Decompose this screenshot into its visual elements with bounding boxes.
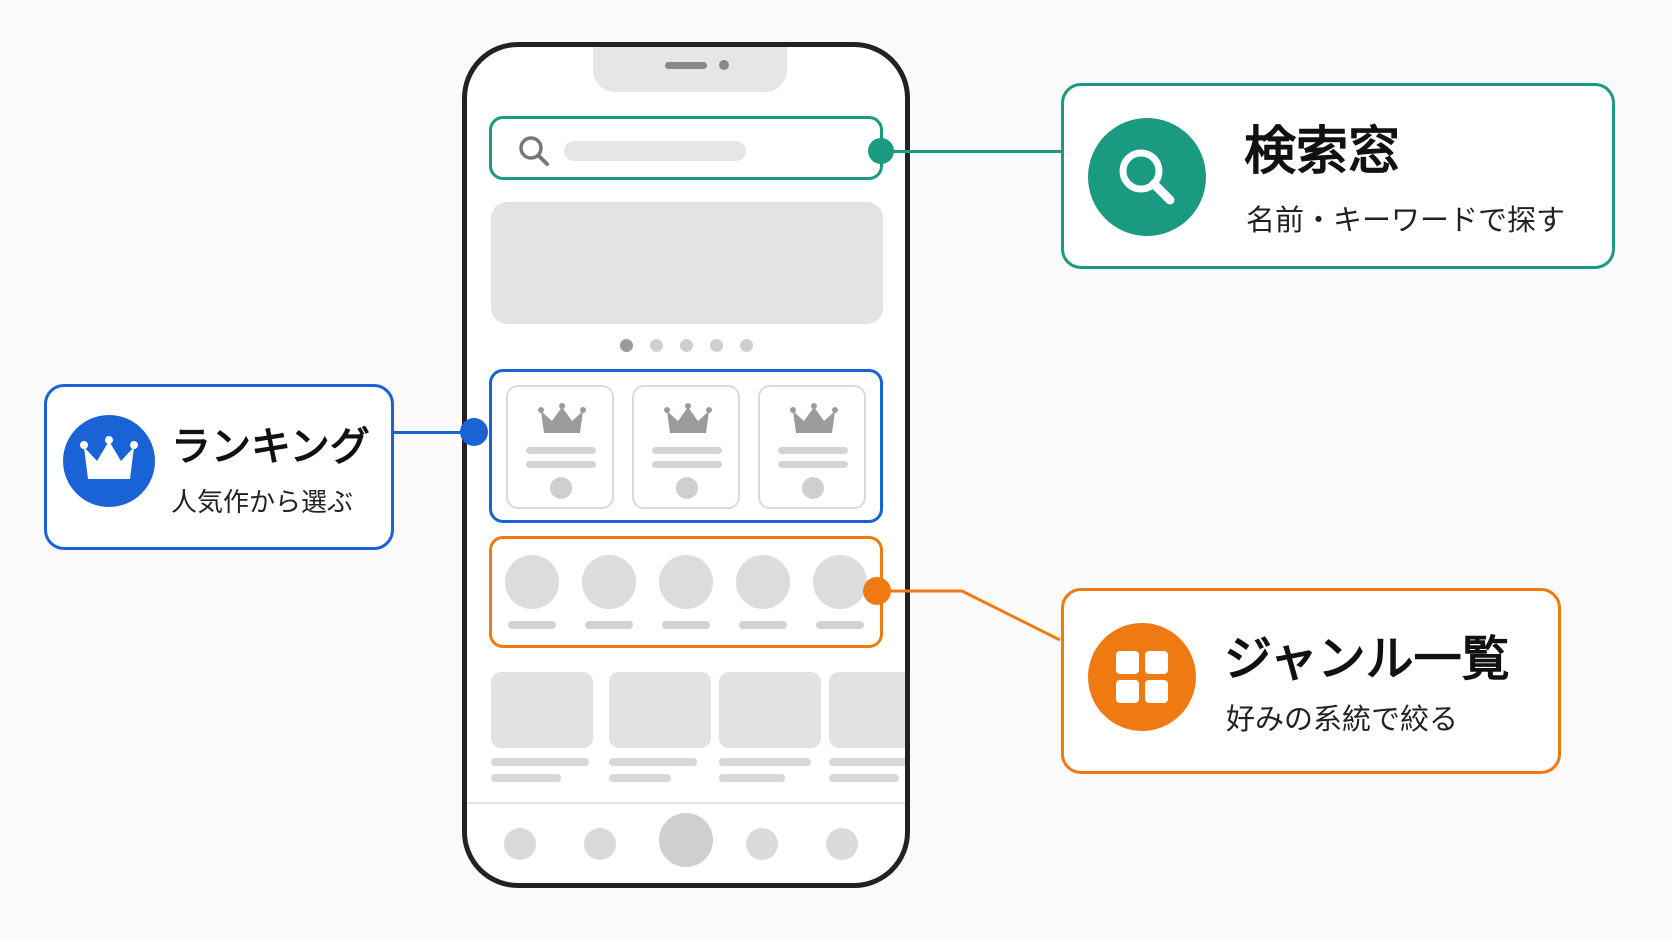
ranking-card-title bbox=[652, 447, 722, 454]
content-card[interactable] bbox=[491, 672, 593, 748]
search-connector-anchor bbox=[868, 138, 894, 164]
ranking-card-title bbox=[526, 447, 596, 454]
content-card-subtitle bbox=[719, 774, 785, 782]
search-bar[interactable] bbox=[489, 116, 883, 180]
carousel-dot[interactable] bbox=[679, 339, 693, 352]
carousel-dot[interactable] bbox=[649, 339, 663, 352]
genre-callout-title: ジャンル一覧 bbox=[1224, 631, 1510, 687]
nav-item[interactable] bbox=[826, 828, 858, 860]
ranking-card-subtitle bbox=[652, 461, 722, 468]
nav-home-button[interactable] bbox=[659, 813, 713, 867]
carousel-dot[interactable] bbox=[619, 339, 633, 352]
content-card[interactable] bbox=[609, 672, 711, 748]
search-callout-title: 検索窓 bbox=[1244, 122, 1401, 182]
crown-icon bbox=[538, 403, 586, 433]
genre-callout: ジャンル一覧 好みの系統で絞る bbox=[1061, 588, 1561, 774]
nav-item[interactable] bbox=[746, 828, 778, 860]
ranking-card[interactable] bbox=[506, 385, 614, 509]
ranking-callout: ランキング 人気作から選ぶ bbox=[44, 384, 394, 550]
carousel-indicator bbox=[467, 339, 905, 353]
ranking-card-title bbox=[778, 447, 848, 454]
phone-mockup bbox=[462, 42, 910, 888]
genre-label bbox=[508, 621, 556, 629]
search-icon bbox=[519, 136, 549, 166]
search-badge bbox=[1088, 118, 1206, 236]
ranking-connector-line bbox=[392, 431, 474, 434]
search-callout: 検索窓 名前・キーワードで探す bbox=[1061, 83, 1615, 269]
ranking-badge bbox=[63, 415, 155, 507]
ranking-card-badge bbox=[550, 477, 572, 499]
content-card-title bbox=[609, 758, 697, 766]
carousel-dot[interactable] bbox=[709, 339, 723, 352]
speaker-grille bbox=[665, 62, 707, 69]
ranking-card-badge bbox=[802, 477, 824, 499]
genre-label bbox=[585, 621, 633, 629]
genre-item[interactable] bbox=[813, 555, 867, 609]
ranking-card-subtitle bbox=[778, 461, 848, 468]
ranking-callout-description: 人気作から選ぶ bbox=[171, 488, 354, 518]
front-camera bbox=[719, 60, 729, 70]
ranking-connector-anchor bbox=[460, 418, 488, 446]
genre-section bbox=[489, 536, 883, 648]
genre-item[interactable] bbox=[582, 555, 636, 609]
genre-item[interactable] bbox=[659, 555, 713, 609]
genre-label bbox=[662, 621, 710, 629]
phone-notch bbox=[593, 47, 787, 92]
genre-callout-description: 好みの系統で絞る bbox=[1226, 702, 1459, 736]
genre-connector-anchor bbox=[863, 577, 891, 605]
crown-icon bbox=[664, 403, 712, 433]
carousel-dot[interactable] bbox=[739, 339, 753, 352]
content-card-subtitle bbox=[609, 774, 671, 782]
ranking-card-subtitle bbox=[526, 461, 596, 468]
genre-badge bbox=[1088, 623, 1196, 731]
nav-item[interactable] bbox=[584, 828, 616, 860]
grid-icon bbox=[1116, 651, 1168, 703]
crown-icon bbox=[80, 436, 138, 479]
ranking-section bbox=[489, 369, 883, 523]
genre-item[interactable] bbox=[505, 555, 559, 609]
ranking-card[interactable] bbox=[632, 385, 740, 509]
crown-icon bbox=[790, 403, 838, 433]
ranking-card-badge bbox=[676, 477, 698, 499]
genre-label bbox=[816, 621, 864, 629]
ranking-card[interactable] bbox=[758, 385, 866, 509]
content-card-subtitle bbox=[491, 774, 561, 782]
ranking-callout-title: ランキング bbox=[171, 424, 370, 470]
nav-item[interactable] bbox=[504, 828, 536, 860]
bottom-nav-divider bbox=[467, 802, 905, 804]
content-card[interactable] bbox=[719, 672, 821, 748]
search-callout-description: 名前・キーワードで探す bbox=[1246, 203, 1566, 237]
content-card-title bbox=[719, 758, 811, 766]
search-placeholder bbox=[564, 141, 746, 161]
genre-item[interactable] bbox=[736, 555, 790, 609]
search-connector-line bbox=[880, 150, 1076, 153]
content-card-title bbox=[829, 758, 905, 766]
search-icon bbox=[1119, 149, 1175, 205]
content-card-subtitle bbox=[829, 774, 899, 782]
genre-label bbox=[739, 621, 787, 629]
banner-carousel[interactable] bbox=[491, 202, 883, 324]
content-card-title bbox=[491, 758, 589, 766]
genre-connector-line bbox=[870, 589, 1061, 642]
content-card[interactable] bbox=[829, 672, 905, 748]
